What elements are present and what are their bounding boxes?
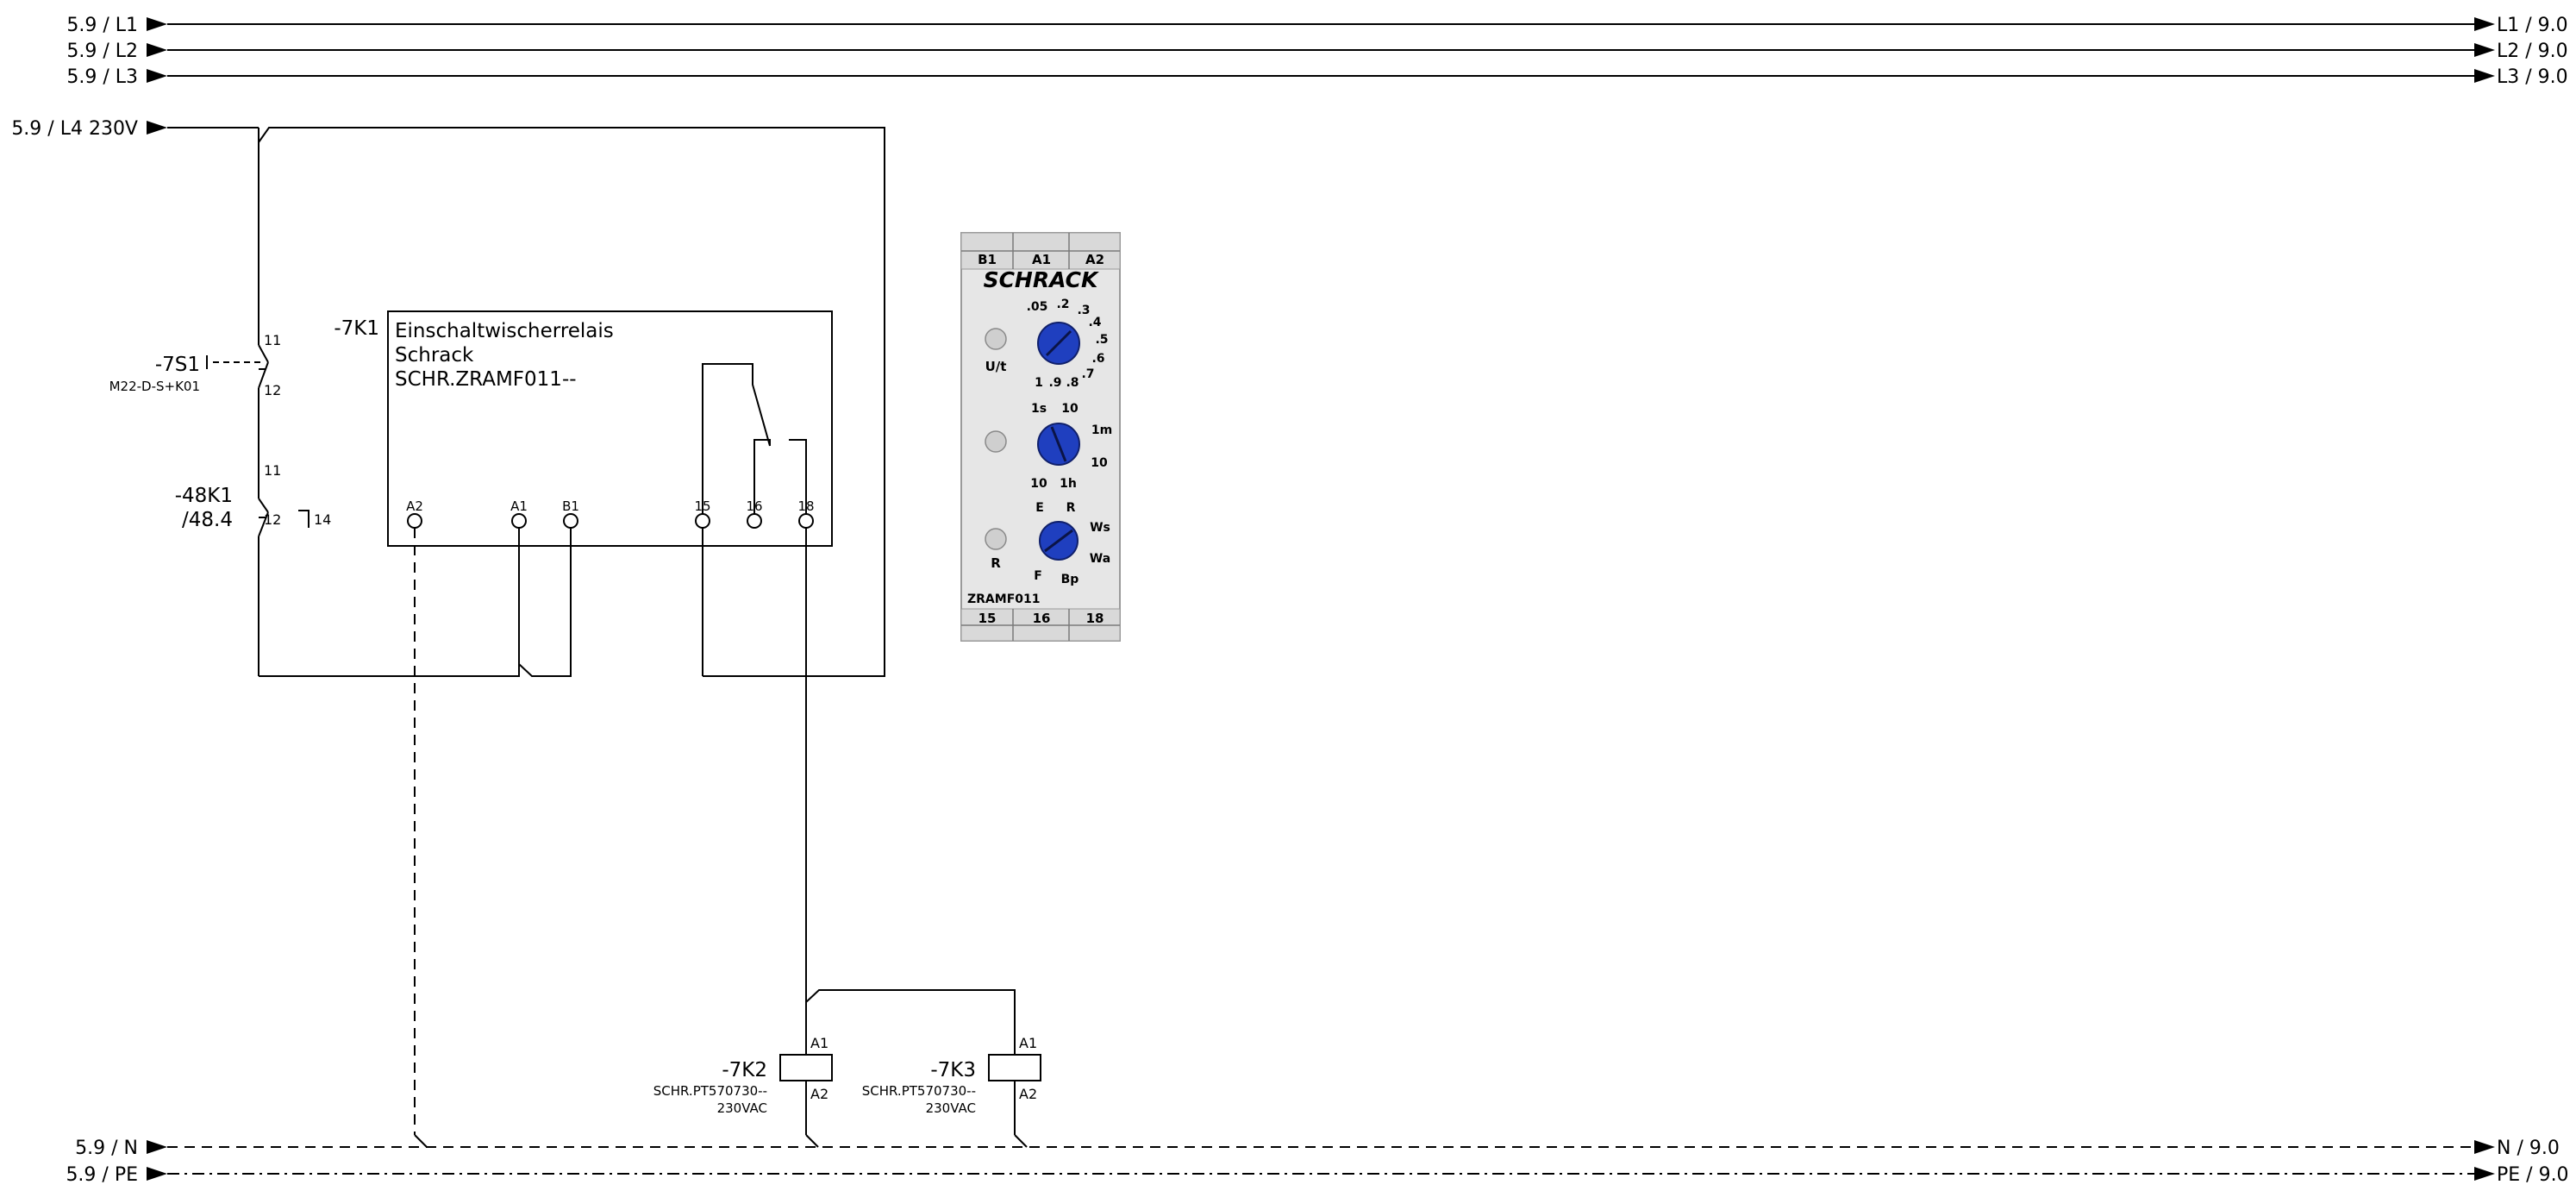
relay-7k1-terminal-a1: A1 bbox=[510, 498, 528, 529]
svg-text:1h: 1h bbox=[1060, 477, 1077, 491]
coil-7k2-part: SCHR.PT570730-- bbox=[653, 1083, 767, 1099]
coil-7k3-voltage: 230VAC bbox=[926, 1100, 976, 1116]
relay-7k1-line2: Schrack bbox=[395, 344, 474, 367]
device-dial-time-range: 1s 10 1m 10 1h 10 bbox=[1030, 402, 1112, 491]
rail-n-right-label: N / 9.0 bbox=[2497, 1138, 2560, 1159]
relay-7k1-line3: SCHR.ZRAMF011-- bbox=[395, 368, 577, 391]
relay-7k1-terminal-a2: A2 bbox=[406, 498, 423, 529]
svg-text:18: 18 bbox=[797, 498, 814, 514]
rail-pe-right-label: PE / 9.0 bbox=[2497, 1164, 2569, 1186]
rail-l2-right-label: L2 / 9.0 bbox=[2497, 41, 2568, 62]
relay-7k1: -7K1 Einschaltwischerrelais Schrack SCHR… bbox=[334, 310, 833, 547]
device-bottom-term-16: 16 bbox=[1033, 611, 1051, 626]
switch-7s1-pin-12: 12 bbox=[264, 382, 281, 398]
switch-7s1-tag: -7S1 bbox=[155, 354, 200, 376]
switch-7s1-part: M22-D-S+K01 bbox=[109, 379, 200, 394]
coil-7k2-voltage: 230VAC bbox=[717, 1100, 767, 1116]
coil-7k3: A1 A2 -7K3 SCHR.PT570730-- 230VAC bbox=[862, 1035, 1041, 1116]
svg-text:.5: .5 bbox=[1095, 333, 1108, 347]
svg-text:1m: 1m bbox=[1091, 423, 1112, 437]
device-led-label-r: R bbox=[991, 555, 1001, 571]
svg-text:Ws: Ws bbox=[1090, 521, 1110, 535]
svg-text:15: 15 bbox=[694, 498, 710, 514]
contact-48k1: 11 12 14 -48K1 /48.4 bbox=[175, 462, 331, 537]
svg-text:.8: .8 bbox=[1066, 376, 1079, 390]
device-bottom-term-18: 18 bbox=[1086, 611, 1104, 626]
svg-text:.2: .2 bbox=[1056, 298, 1069, 311]
coil-7k2-a2: A2 bbox=[810, 1086, 828, 1102]
coil-7k3-tag: -7K3 bbox=[930, 1059, 976, 1081]
rail-n-left-label: 5.9 / N bbox=[75, 1138, 138, 1159]
svg-text:10: 10 bbox=[1030, 477, 1047, 491]
rail-l1-left-label: 5.9 / L1 bbox=[66, 15, 138, 36]
relay-7k1-terminal-b1: B1 bbox=[562, 498, 579, 529]
device-dial-time-fine: .05 .2 .3 .4 .5 .6 .7 .8 .9 1 bbox=[1027, 298, 1109, 390]
contact-48k1-pin-11: 11 bbox=[264, 462, 281, 479]
rail-l2-left-label: 5.9 / L2 bbox=[66, 41, 138, 62]
device-led-label-ut: U/t bbox=[985, 359, 1007, 374]
device-brand-logo: SCHRACK bbox=[984, 267, 1099, 292]
svg-text:E: E bbox=[1035, 501, 1044, 515]
coil-7k3-part: SCHR.PT570730-- bbox=[862, 1083, 976, 1099]
rail-l4: 5.9 / L4 230V bbox=[11, 118, 259, 140]
svg-text:Bp: Bp bbox=[1061, 573, 1079, 586]
coil-7k2-a1: A1 bbox=[810, 1035, 828, 1051]
svg-text:10: 10 bbox=[1091, 456, 1108, 470]
relay-7k1-terminal-18: 18 bbox=[797, 498, 815, 529]
svg-text:.05: .05 bbox=[1027, 300, 1048, 314]
svg-text:R: R bbox=[1066, 501, 1076, 515]
rail-l1-right-label: L1 / 9.0 bbox=[2497, 15, 2568, 36]
coil-7k3-a1: A1 bbox=[1019, 1035, 1037, 1051]
relay-7k1-terminal-15: 15 bbox=[694, 498, 711, 529]
relay-7k1-terminal-16: 16 bbox=[746, 498, 763, 529]
svg-text:1: 1 bbox=[1035, 376, 1043, 390]
contact-48k1-pin-14: 14 bbox=[314, 511, 331, 528]
device-model: ZRAMF011 bbox=[967, 592, 1041, 606]
device-illustration: B1 A1 A2 SCHRACK U/t R .05 .2 .3 .4 .5 .… bbox=[960, 232, 1121, 642]
rail-l3-right-label: L3 / 9.0 bbox=[2497, 66, 2568, 88]
svg-text:Wa: Wa bbox=[1090, 552, 1110, 566]
svg-text:.6: .6 bbox=[1091, 352, 1104, 366]
svg-text:.9: .9 bbox=[1048, 376, 1061, 390]
rail-l3-left-label: 5.9 / L3 bbox=[66, 66, 138, 88]
device-top-term-a2: A2 bbox=[1085, 252, 1104, 267]
rail-pe: 5.9 / PE PE / 9.0 bbox=[66, 1164, 2568, 1186]
contact-48k1-pin-12: 12 bbox=[264, 511, 281, 528]
rail-l1: 5.9 / L1 L1 / 9.0 bbox=[66, 15, 2567, 36]
rail-n: 5.9 / N N / 9.0 bbox=[75, 1138, 2560, 1159]
svg-text:A1: A1 bbox=[510, 498, 528, 514]
switch-7s1-pin-11: 11 bbox=[264, 332, 281, 348]
svg-text:.7: .7 bbox=[1081, 367, 1094, 381]
rail-l2: 5.9 / L2 L2 / 9.0 bbox=[66, 41, 2567, 62]
svg-text:F: F bbox=[1034, 569, 1042, 583]
rail-pe-left-label: 5.9 / PE bbox=[66, 1164, 138, 1186]
svg-text:.3: .3 bbox=[1077, 304, 1090, 317]
svg-text:16: 16 bbox=[746, 498, 762, 514]
relay-7k1-line1: Einschaltwischerrelais bbox=[395, 320, 614, 342]
device-top-term-b1: B1 bbox=[978, 252, 997, 267]
device-led-3 bbox=[985, 528, 1007, 550]
svg-text:1s: 1s bbox=[1031, 402, 1047, 416]
relay-7k1-tag: -7K1 bbox=[334, 317, 379, 340]
contact-48k1-ref: /48.4 bbox=[182, 509, 233, 531]
device-led-1 bbox=[985, 328, 1007, 350]
coil-7k2-tag: -7K2 bbox=[722, 1059, 767, 1081]
device-dial-function: E R Ws Wa Bp F bbox=[1034, 501, 1110, 586]
svg-text:.4: .4 bbox=[1088, 316, 1101, 329]
svg-text:B1: B1 bbox=[562, 498, 579, 514]
switch-7s1: 11 12 -7S1 M22-D-S+K01 bbox=[109, 332, 282, 398]
contact-48k1-tag: -48K1 bbox=[175, 485, 233, 507]
svg-text:A2: A2 bbox=[406, 498, 423, 514]
rail-l3: 5.9 / L3 L3 / 9.0 bbox=[66, 66, 2567, 88]
device-top-term-a1: A1 bbox=[1032, 252, 1051, 267]
device-led-2 bbox=[985, 430, 1007, 453]
wiring bbox=[258, 127, 1028, 1148]
svg-text:10: 10 bbox=[1061, 402, 1079, 416]
coil-7k2: A1 A2 -7K2 SCHR.PT570730-- 230VAC bbox=[653, 1035, 833, 1116]
rail-l4-left-label: 5.9 / L4 230V bbox=[11, 118, 138, 140]
coil-7k3-a2: A2 bbox=[1019, 1086, 1037, 1102]
device-bottom-term-15: 15 bbox=[979, 611, 997, 626]
